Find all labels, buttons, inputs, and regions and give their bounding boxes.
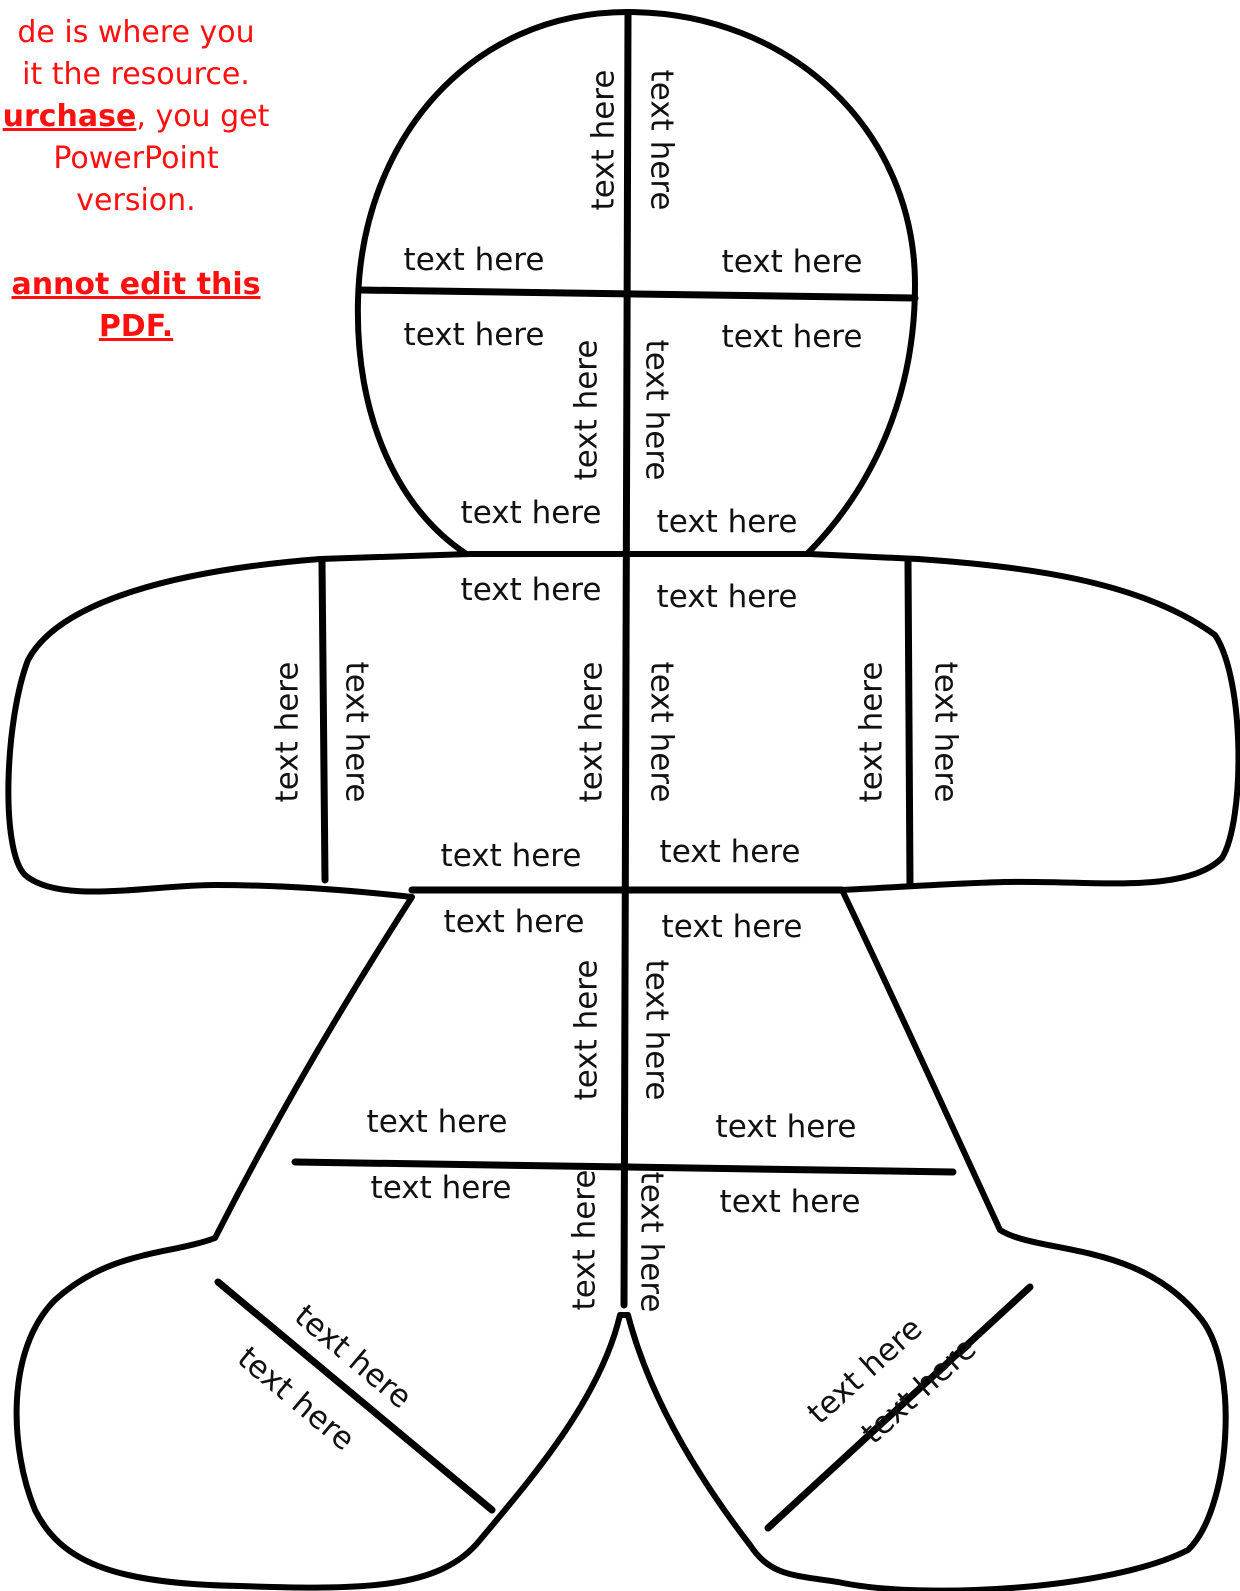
placeholder-label[interactable]: text here [461,495,602,531]
placeholder-label[interactable]: text here [716,1109,857,1145]
placeholder-label[interactable]: text here [367,1104,508,1140]
placeholder-label[interactable]: text here [586,70,622,211]
placeholder-label[interactable]: text here [657,579,798,615]
placeholder-label[interactable]: text here [660,834,801,870]
left-arm-divider [322,562,325,880]
placeholder-label[interactable]: text here [574,662,610,803]
placeholder-label[interactable]: text here [639,960,675,1101]
placeholder-label[interactable]: text here [461,572,602,608]
right-arm-divider [908,562,910,885]
placeholder-label[interactable]: text here [644,662,680,803]
placeholder-labels: text here text here text here text here … [230,70,983,1458]
placeholder-label[interactable]: text here [854,662,890,803]
placeholder-label[interactable]: text here [569,960,605,1101]
placeholder-label[interactable]: text here [722,244,863,280]
placeholder-label[interactable]: text here [441,838,582,874]
placeholder-label[interactable]: text here [404,242,545,278]
placeholder-label[interactable]: text here [644,70,680,211]
placeholder-label[interactable]: text here [634,1172,670,1313]
placeholder-label[interactable]: text here [662,909,803,945]
placeholder-label[interactable]: text here [928,662,964,803]
placeholder-label[interactable]: text here [371,1170,512,1206]
left-foot-divider [218,1282,492,1510]
head-divider [360,290,915,298]
placeholder-label[interactable]: text here [270,662,306,803]
head-outline [358,12,915,553]
placeholder-label[interactable]: text here [569,340,605,481]
center-divider [624,14,628,1305]
placeholder-label[interactable]: text here [657,504,798,540]
placeholder-label[interactable]: text here [639,340,675,481]
placeholder-label[interactable]: text here [404,317,545,353]
placeholder-label[interactable]: text here [567,1170,603,1311]
placeholder-label[interactable]: text here [722,319,863,355]
placeholder-label[interactable]: text here [444,904,585,940]
placeholder-label[interactable]: text here [339,662,375,803]
placeholder-label[interactable]: text here [720,1184,861,1220]
